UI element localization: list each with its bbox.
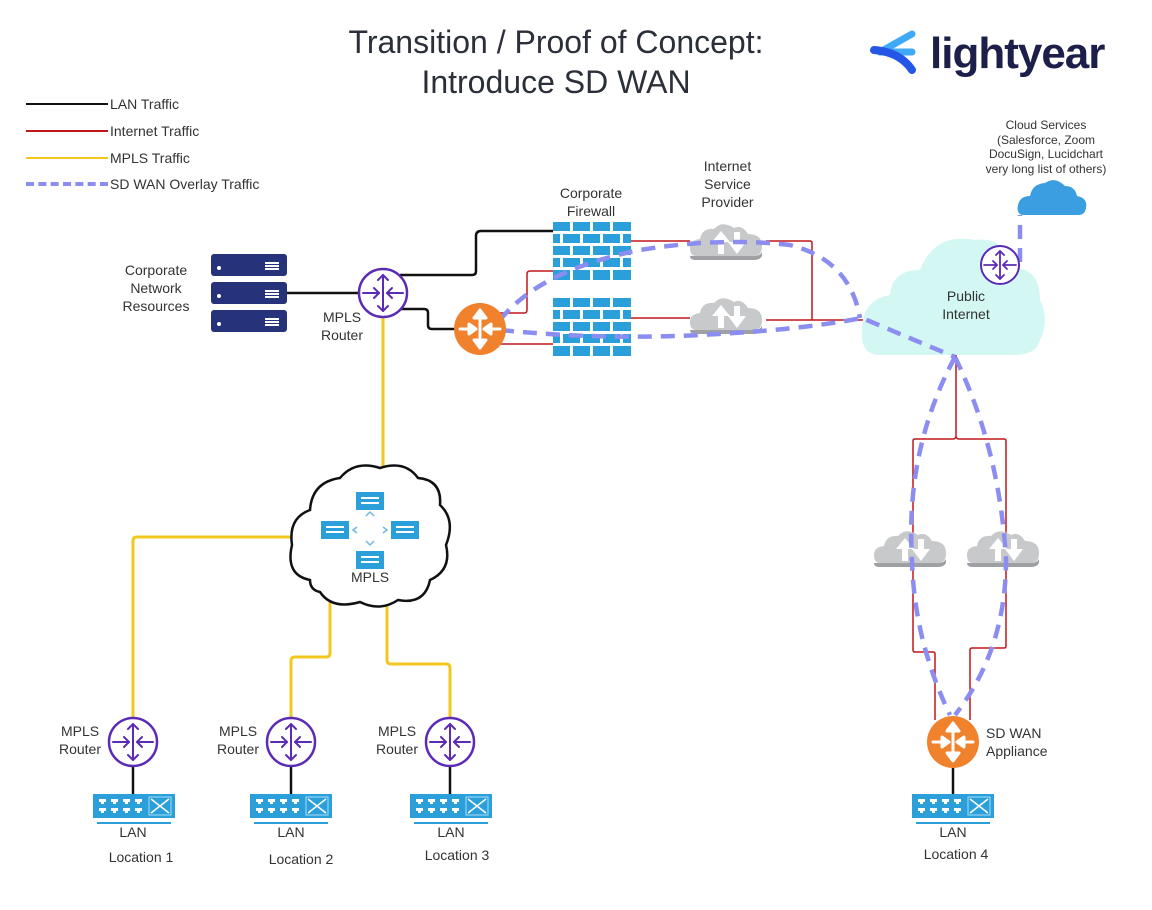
loc1-router-label: MPLS Router (52, 722, 108, 758)
label-line: Public (946, 288, 986, 304)
label-line: MPLS (322, 309, 362, 325)
lan-link-router-firewall (400, 229, 553, 277)
isp-cloud-icon-bottom (690, 298, 762, 334)
mpls-cloud-label: MPLS (350, 569, 390, 585)
legend-label: SD WAN Overlay Traffic (110, 176, 260, 192)
label-line: SD WAN (986, 725, 1042, 741)
loc4-lan-label: LAN (939, 824, 967, 840)
loc3-name: Location 3 (424, 847, 490, 863)
hq-sdwan-router-icon (452, 301, 508, 357)
legend-swatch-lan (26, 103, 108, 105)
loc1-lan-label: LAN (119, 824, 147, 840)
corporate-firewall-label: Corporate Firewall (546, 184, 636, 220)
internet-link-loc4-b (955, 436, 1007, 720)
brand-wordmark: lightyear (930, 29, 1105, 78)
loc3-lan-label: LAN (437, 824, 465, 840)
label-line: Router (320, 327, 364, 343)
label-line: Router (58, 741, 102, 757)
loc1-router-icon (107, 716, 159, 768)
internet-links (498, 240, 1007, 720)
legend-label: LAN Traffic (110, 96, 179, 112)
cloud-services-label: Cloud Services (Salesforce, Zoom DocuSig… (970, 118, 1122, 176)
loc3-lan-switch-icon (409, 793, 493, 825)
overlay-path-isp1 (498, 239, 863, 322)
mpls-cloud-icon (289, 464, 452, 608)
public-internet-router-icon (980, 245, 1020, 285)
legend-item-mpls: MPLS Traffic (26, 148, 190, 168)
firewall-icon-bottom (553, 298, 631, 356)
loc1-name: Location 1 (108, 849, 174, 865)
loc2-name: Location 2 (268, 851, 334, 867)
loc4-sdwan-appliance-icon (925, 714, 981, 770)
loc2-lan-switch-icon (249, 793, 333, 825)
internet-link-loc4-a (912, 355, 957, 720)
internet-link-sdwan-fw1 (498, 270, 553, 314)
legend-swatch-internet (26, 130, 108, 132)
loc3-router-icon (424, 716, 476, 768)
lan-links (131, 229, 955, 794)
label-line: Internet (942, 306, 990, 322)
label-line: MPLS (218, 723, 258, 739)
label-line: Corporate (559, 185, 623, 201)
loc1-lan-switch-icon (92, 793, 176, 825)
loc3-router-label: MPLS Router (369, 722, 425, 758)
mpls-link-loc3 (385, 605, 452, 718)
mpls-links (131, 318, 452, 718)
loc2-router-icon (265, 716, 317, 768)
loc4-lan-switch-icon (911, 793, 995, 825)
label-line: DocuSign, Lucidchart (988, 147, 1104, 161)
overlay-path-loc4-b (952, 356, 1009, 717)
label-line: (Salesforce, Zoom (996, 132, 1096, 147)
corporate-resources-label: Corporate Network Resources (104, 261, 208, 315)
label-line: MPLS (60, 723, 100, 739)
loc2-lan-label: LAN (277, 824, 305, 840)
label-line: Service (704, 176, 751, 192)
label-line: Firewall (566, 203, 616, 219)
loc4-name: Location 4 (923, 846, 989, 862)
overlay-path-isp2 (499, 315, 956, 360)
diagram-title: Transition / Proof of Concept: Introduce… (300, 22, 812, 102)
loc4-appliance-label: SD WAN Appliance (986, 724, 1076, 760)
lan-link-router-sdwan (400, 307, 456, 331)
label-line: very long list of others) (985, 161, 1107, 176)
mpls-link-loc2 (289, 600, 332, 718)
label-line: MPLS (377, 723, 417, 739)
label-line: Resources (122, 298, 190, 314)
title-line-1: Transition / Proof of Concept: (348, 24, 764, 60)
isp-label: Internet Service Provider (680, 157, 775, 211)
label-line: Network (130, 280, 182, 296)
legend-item-overlay: SD WAN Overlay Traffic (26, 174, 259, 194)
overlay-path-loc4-a (908, 355, 957, 716)
label-line: Internet (703, 158, 752, 174)
label-line: Appliance (986, 743, 1048, 759)
label-line: Corporate (124, 262, 188, 278)
loc2-router-label: MPLS Router (210, 722, 266, 758)
legend-item-lan: LAN Traffic (26, 94, 179, 114)
label-line: Router (216, 741, 260, 757)
internet-link-fw1-isp1 (631, 240, 813, 320)
legend-item-internet: Internet Traffic (26, 121, 199, 141)
title-line-2: Introduce SD WAN (421, 64, 691, 100)
legend-swatch-mpls (26, 157, 108, 159)
legend-label: Internet Traffic (110, 123, 200, 139)
hq-mpls-router-label: MPLS Router (312, 308, 372, 344)
label-line: Provider (701, 194, 754, 210)
cloud-services-cloud-icon (1017, 180, 1087, 215)
mpls-link-loc1 (131, 535, 298, 718)
legend-label: MPLS Traffic (110, 150, 190, 166)
server-stack-icon (211, 254, 287, 332)
label-line: Router (375, 741, 419, 757)
label-line: Cloud Services (1005, 118, 1087, 132)
public-internet-label: Public Internet (926, 287, 1006, 323)
legend-swatch-overlay (26, 182, 108, 186)
